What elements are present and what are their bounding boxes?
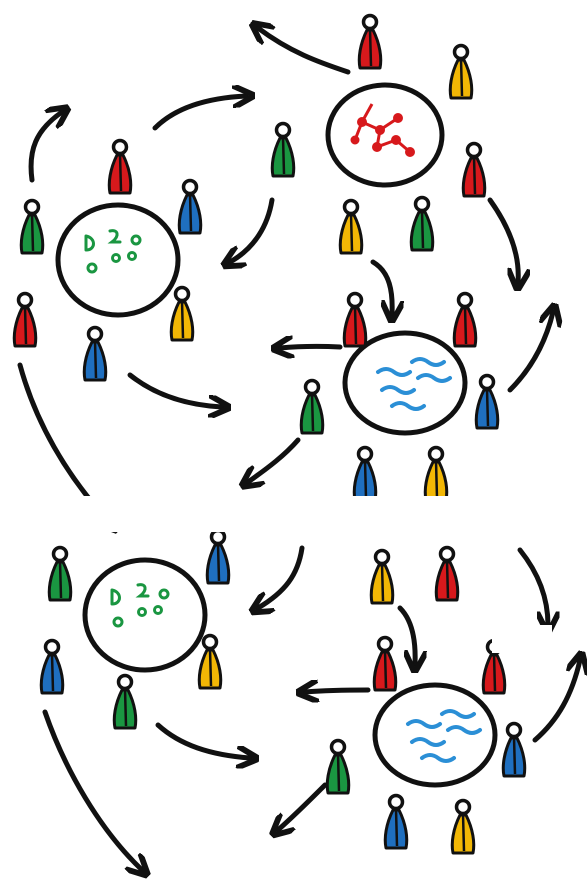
green-dots-icon bbox=[84, 229, 142, 274]
yellow-person-icon bbox=[423, 445, 449, 502]
blue-person-icon bbox=[177, 178, 203, 235]
arrow bbox=[152, 96, 246, 131]
red-network-icon bbox=[350, 103, 415, 157]
blue-person-icon bbox=[501, 721, 527, 778]
water-hub-repeat bbox=[372, 682, 498, 788]
blank-band bbox=[0, 496, 587, 532]
blue-person-icon bbox=[82, 325, 108, 382]
green-person-icon bbox=[112, 673, 138, 730]
green-person-icon bbox=[299, 378, 325, 435]
community-hub bbox=[55, 202, 181, 318]
yellow-person-icon bbox=[169, 285, 195, 342]
yellow-person-icon bbox=[197, 633, 223, 690]
arrow bbox=[230, 197, 275, 262]
red-person-icon bbox=[12, 291, 38, 348]
arrow bbox=[487, 197, 518, 282]
green-person-icon bbox=[409, 195, 435, 252]
red-person-icon bbox=[434, 545, 460, 602]
arrow bbox=[397, 605, 415, 664]
arrow bbox=[280, 346, 343, 348]
arrow bbox=[370, 259, 392, 314]
arrow bbox=[532, 660, 580, 743]
people-layer bbox=[12, 13, 527, 855]
blue-person-icon bbox=[474, 373, 500, 430]
arrow bbox=[258, 28, 351, 75]
green-person-icon bbox=[325, 738, 351, 795]
arrow bbox=[28, 112, 62, 183]
yellow-person-icon bbox=[448, 43, 474, 100]
red-person-icon bbox=[342, 291, 368, 348]
green-person-icon bbox=[47, 545, 73, 602]
green-person-icon bbox=[19, 198, 45, 255]
flow-arrows bbox=[17, 28, 580, 870]
arrow bbox=[42, 709, 142, 870]
arrow bbox=[127, 372, 222, 407]
blue-waves-icon bbox=[406, 709, 482, 763]
arrow bbox=[248, 437, 301, 482]
arrow bbox=[305, 690, 371, 692]
arrow bbox=[507, 312, 553, 393]
yellow-person-icon bbox=[369, 548, 395, 605]
network-hub bbox=[325, 82, 445, 188]
red-person-icon bbox=[357, 13, 383, 70]
water-hub bbox=[342, 330, 468, 436]
yellow-person-icon bbox=[338, 198, 364, 255]
yellow-person-icon bbox=[450, 798, 476, 855]
blue-person-icon bbox=[39, 638, 65, 695]
blue-waves-icon bbox=[376, 357, 452, 411]
red-person-icon bbox=[461, 141, 487, 198]
red-person-icon bbox=[107, 138, 133, 195]
arrow bbox=[278, 782, 328, 830]
blue-person-icon bbox=[352, 445, 378, 502]
blue-person-icon bbox=[383, 793, 409, 850]
arrow bbox=[155, 722, 250, 758]
community-hub-repeat bbox=[82, 557, 208, 673]
green-person-icon bbox=[270, 121, 296, 178]
green-dots-icon bbox=[110, 583, 170, 628]
blank-patch bbox=[492, 625, 552, 653]
blue-person-icon bbox=[205, 528, 231, 585]
arrow bbox=[517, 547, 548, 625]
red-person-icon bbox=[452, 291, 478, 348]
red-person-icon bbox=[372, 635, 398, 692]
arrow bbox=[258, 545, 305, 608]
